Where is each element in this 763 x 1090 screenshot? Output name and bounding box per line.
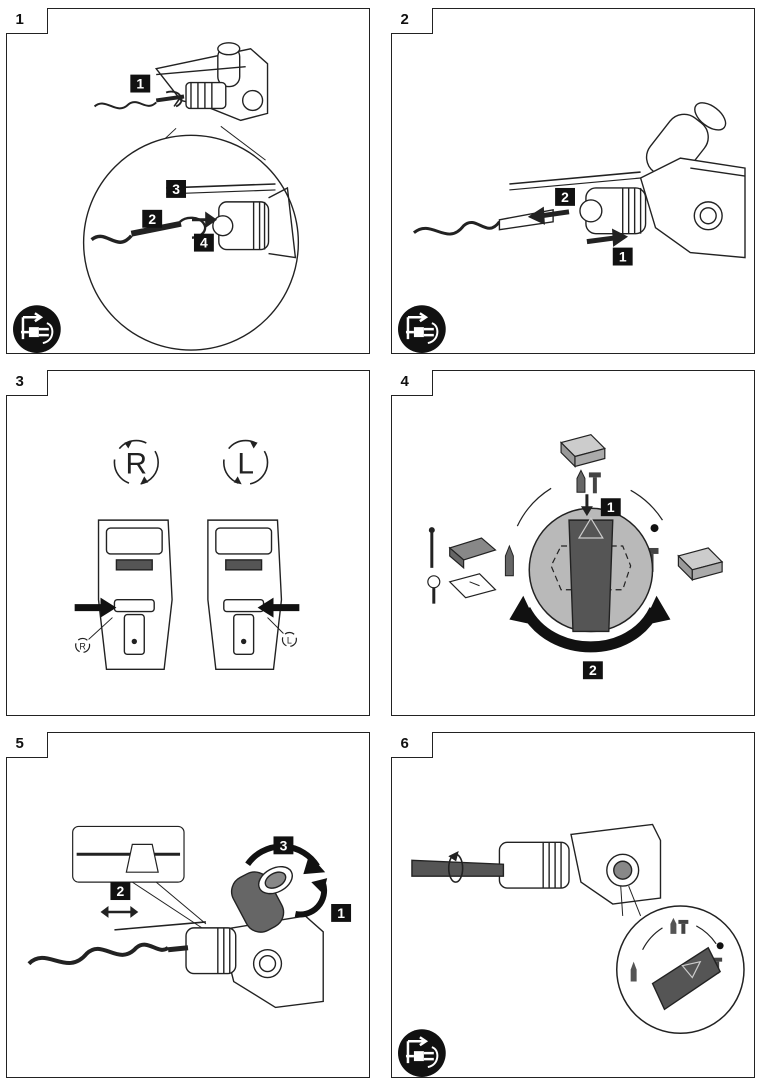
callout-label: 1 xyxy=(136,76,144,92)
panel-number: 4 xyxy=(400,372,409,390)
mode-letter: L xyxy=(287,635,292,645)
panel-5: 5 xyxy=(5,731,370,1078)
panel-number: 2 xyxy=(400,10,409,28)
panel-number-tab: 6 xyxy=(390,731,433,758)
brick-icon xyxy=(559,433,606,468)
brick-icon xyxy=(677,547,724,582)
panel-2: 2 2 xyxy=(390,7,755,354)
callout-label: 2 xyxy=(148,211,156,227)
callout-label: 4 xyxy=(200,235,208,251)
rotation-left-icon: L xyxy=(222,439,269,486)
panel-5-illustration: 3 2 1 xyxy=(27,825,352,1009)
panel-number-tab: 2 xyxy=(390,7,433,34)
rotation-right-icon: R xyxy=(75,617,113,653)
panel-number: 5 xyxy=(15,734,24,752)
drill-mode-icon xyxy=(630,961,637,982)
wood-icon xyxy=(448,537,497,570)
mode-letter: L xyxy=(237,447,254,480)
panel-1: 1 xyxy=(5,7,370,354)
rotation-left-icon: L xyxy=(267,617,297,647)
callout-boxes: 1 2 3 4 xyxy=(130,74,214,252)
callout-label: 1 xyxy=(607,499,615,515)
panel-number-tab: 4 xyxy=(390,369,433,396)
panel-number: 3 xyxy=(15,372,24,390)
callout-boxes: 3 2 1 xyxy=(110,836,352,922)
mode-letter: R xyxy=(126,447,148,480)
callout-label: 1 xyxy=(619,249,627,265)
panel-number: 1 xyxy=(15,10,24,28)
callout-label: 3 xyxy=(172,181,180,197)
panel-3: 3 R L xyxy=(5,369,370,716)
hammer-drill-mode-icon xyxy=(576,469,601,494)
unplug-icon xyxy=(398,305,446,353)
screw-icon xyxy=(428,527,435,568)
callout-label: 1 xyxy=(337,905,345,921)
tile-icon xyxy=(448,573,497,599)
panel-number-tab: 3 xyxy=(5,369,48,396)
mode-letter: R xyxy=(79,641,86,651)
callout-label: 3 xyxy=(280,837,288,853)
callout-boxes: 1 2 xyxy=(582,498,621,680)
unplug-icon xyxy=(398,1029,446,1077)
panel-number: 6 xyxy=(400,734,409,752)
panel-4: 4 xyxy=(390,369,755,716)
panel-number-tab: 5 xyxy=(5,731,48,758)
callout-label: 2 xyxy=(561,189,569,205)
hammer-drill-mode-icon xyxy=(670,917,689,934)
panel-number-tab: 1 xyxy=(5,7,48,34)
callout-label: 2 xyxy=(117,883,125,899)
panel-1-illustration: 1 2 3 4 xyxy=(13,42,300,353)
panel-6: 6 xyxy=(390,731,755,1078)
rotation-right-icon: R xyxy=(113,439,159,486)
callout-label: 2 xyxy=(589,662,597,678)
drill-mode-icon xyxy=(504,544,514,577)
panel-3-illustration: R L R xyxy=(74,439,300,670)
screw-icon xyxy=(427,575,441,604)
panel-6-illustration xyxy=(398,823,745,1077)
panel-2-illustration: 2 1 xyxy=(398,102,746,353)
unplug-icon xyxy=(13,305,61,353)
callout-boxes: 2 1 xyxy=(555,187,633,266)
panel-4-illustration: 1 2 xyxy=(427,433,724,680)
